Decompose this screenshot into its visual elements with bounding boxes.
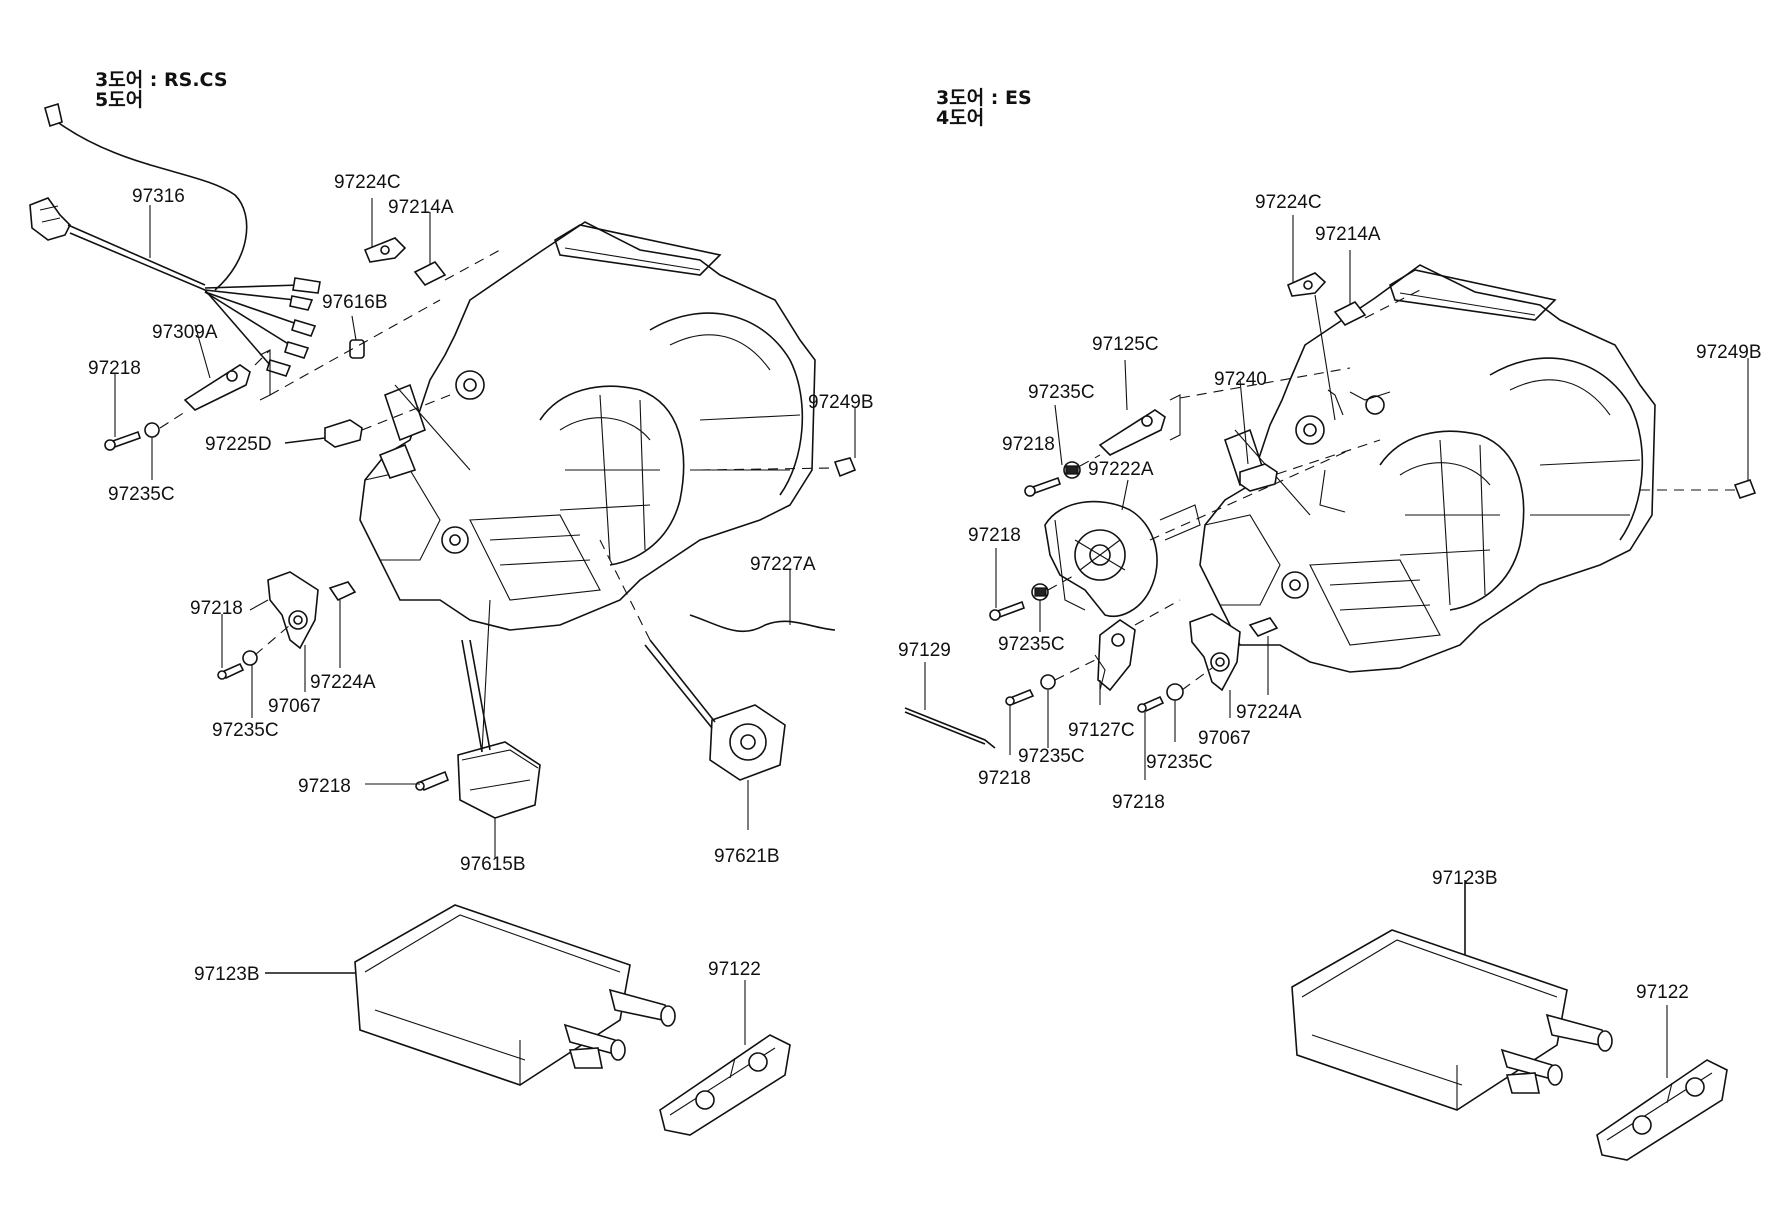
label-97122-right: 97122 [1636, 982, 1689, 1003]
door-lever-right [1137, 613, 1279, 780]
actuator-97621b [599, 539, 786, 830]
label-97621b: 97621B [714, 846, 780, 867]
label-97127c: 97127C [1068, 720, 1135, 741]
heater-core-right [1291, 880, 1613, 1111]
actuator-97309a [183, 324, 271, 411]
label-97224c-right: 97224C [1255, 192, 1322, 213]
rod-97129 [904, 662, 996, 749]
label-97218-left-c: 97218 [298, 776, 351, 797]
label-97214a-right: 97214A [1315, 224, 1381, 245]
small-parts-left-upper [269, 198, 501, 448]
label-97240: 97240 [1214, 369, 1267, 390]
link-97240 [1239, 379, 1381, 492]
label-97235c-left-a: 97235C [108, 484, 175, 505]
label-97214a-left: 97214A [388, 197, 454, 218]
label-97249b-right: 97249B [1696, 342, 1762, 363]
actuator-97125c [1024, 359, 1351, 497]
seal-plate-left [659, 980, 791, 1136]
screw-washer-right-mid [989, 548, 1076, 632]
labels-right: 97224C 97214A 97125C 97240 97249B 97235C… [898, 192, 1762, 1003]
label-97235c-right-a: 97235C [1028, 382, 1095, 403]
labels-left: 97316 97224C 97214A 97616B 97309A 97218 … [88, 172, 874, 985]
seal-plate-right [1596, 1005, 1728, 1161]
label-97224a-left: 97224A [310, 672, 376, 693]
heater-core-left [265, 904, 676, 1086]
label-97616b: 97616B [322, 292, 388, 313]
rod-97227a [689, 570, 836, 633]
wire-harness-97316 [29, 102, 321, 377]
label-97235c-right-d: 97235C [1146, 752, 1213, 773]
label-97249b-left: 97249B [808, 392, 874, 413]
label-97218-right-b: 97218 [968, 525, 1021, 546]
label-97235c-left-b: 97235C [212, 720, 279, 741]
variant-header-right-1: 3도어 : ES [936, 87, 1032, 109]
small-parts-right-upper [1286, 215, 1421, 421]
variant-header-left-1: 3도어 : RS.CS [95, 69, 228, 91]
label-97615b: 97615B [460, 854, 526, 875]
screw-washer-left-top [104, 374, 186, 480]
heater-unit-left [359, 221, 816, 631]
label-97067-left: 97067 [268, 696, 321, 717]
label-97309a: 97309A [152, 322, 218, 343]
label-97316: 97316 [132, 186, 185, 207]
label-97218-right-c: 97218 [978, 768, 1031, 789]
label-97129: 97129 [898, 640, 951, 661]
actuator-97615b [365, 599, 541, 858]
label-97218-right-d: 97218 [1112, 792, 1165, 813]
label-97122-left: 97122 [708, 959, 761, 980]
label-97224a-right: 97224A [1236, 702, 1302, 723]
label-97125c: 97125C [1092, 334, 1159, 355]
clip-97249b-left [699, 408, 857, 478]
label-97235c-right-c: 97235C [1018, 746, 1085, 767]
mode-door-97222a [1044, 449, 1351, 617]
label-97225d: 97225D [205, 434, 272, 455]
clip-97249b-right [1640, 358, 1757, 500]
label-97123b-right: 97123B [1432, 868, 1498, 889]
door-lever-left [217, 571, 357, 718]
label-97224c-left: 97224C [334, 172, 401, 193]
label-97227a: 97227A [750, 554, 816, 575]
label-97067-right: 97067 [1198, 728, 1251, 749]
variant-header-left-2: 5도어 [95, 89, 143, 111]
lever-97127c [1005, 599, 1181, 755]
heater-unit-right [1199, 264, 1656, 673]
label-97235c-right-b: 97235C [998, 634, 1065, 655]
label-97222a: 97222A [1088, 459, 1154, 480]
label-97123b-left: 97123B [194, 964, 260, 985]
label-97218-left-a: 97218 [88, 358, 141, 379]
label-97218-left-b: 97218 [190, 598, 243, 619]
label-97218-right-a: 97218 [1002, 434, 1055, 455]
variant-header-right-2: 4도어 [936, 107, 984, 129]
